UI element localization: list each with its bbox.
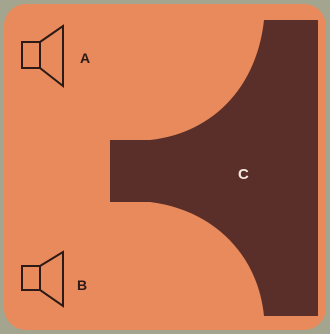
speaker-a-label: A: [80, 50, 90, 66]
speaker-b-label: B: [77, 277, 87, 293]
horn-c-label: C: [238, 166, 249, 183]
